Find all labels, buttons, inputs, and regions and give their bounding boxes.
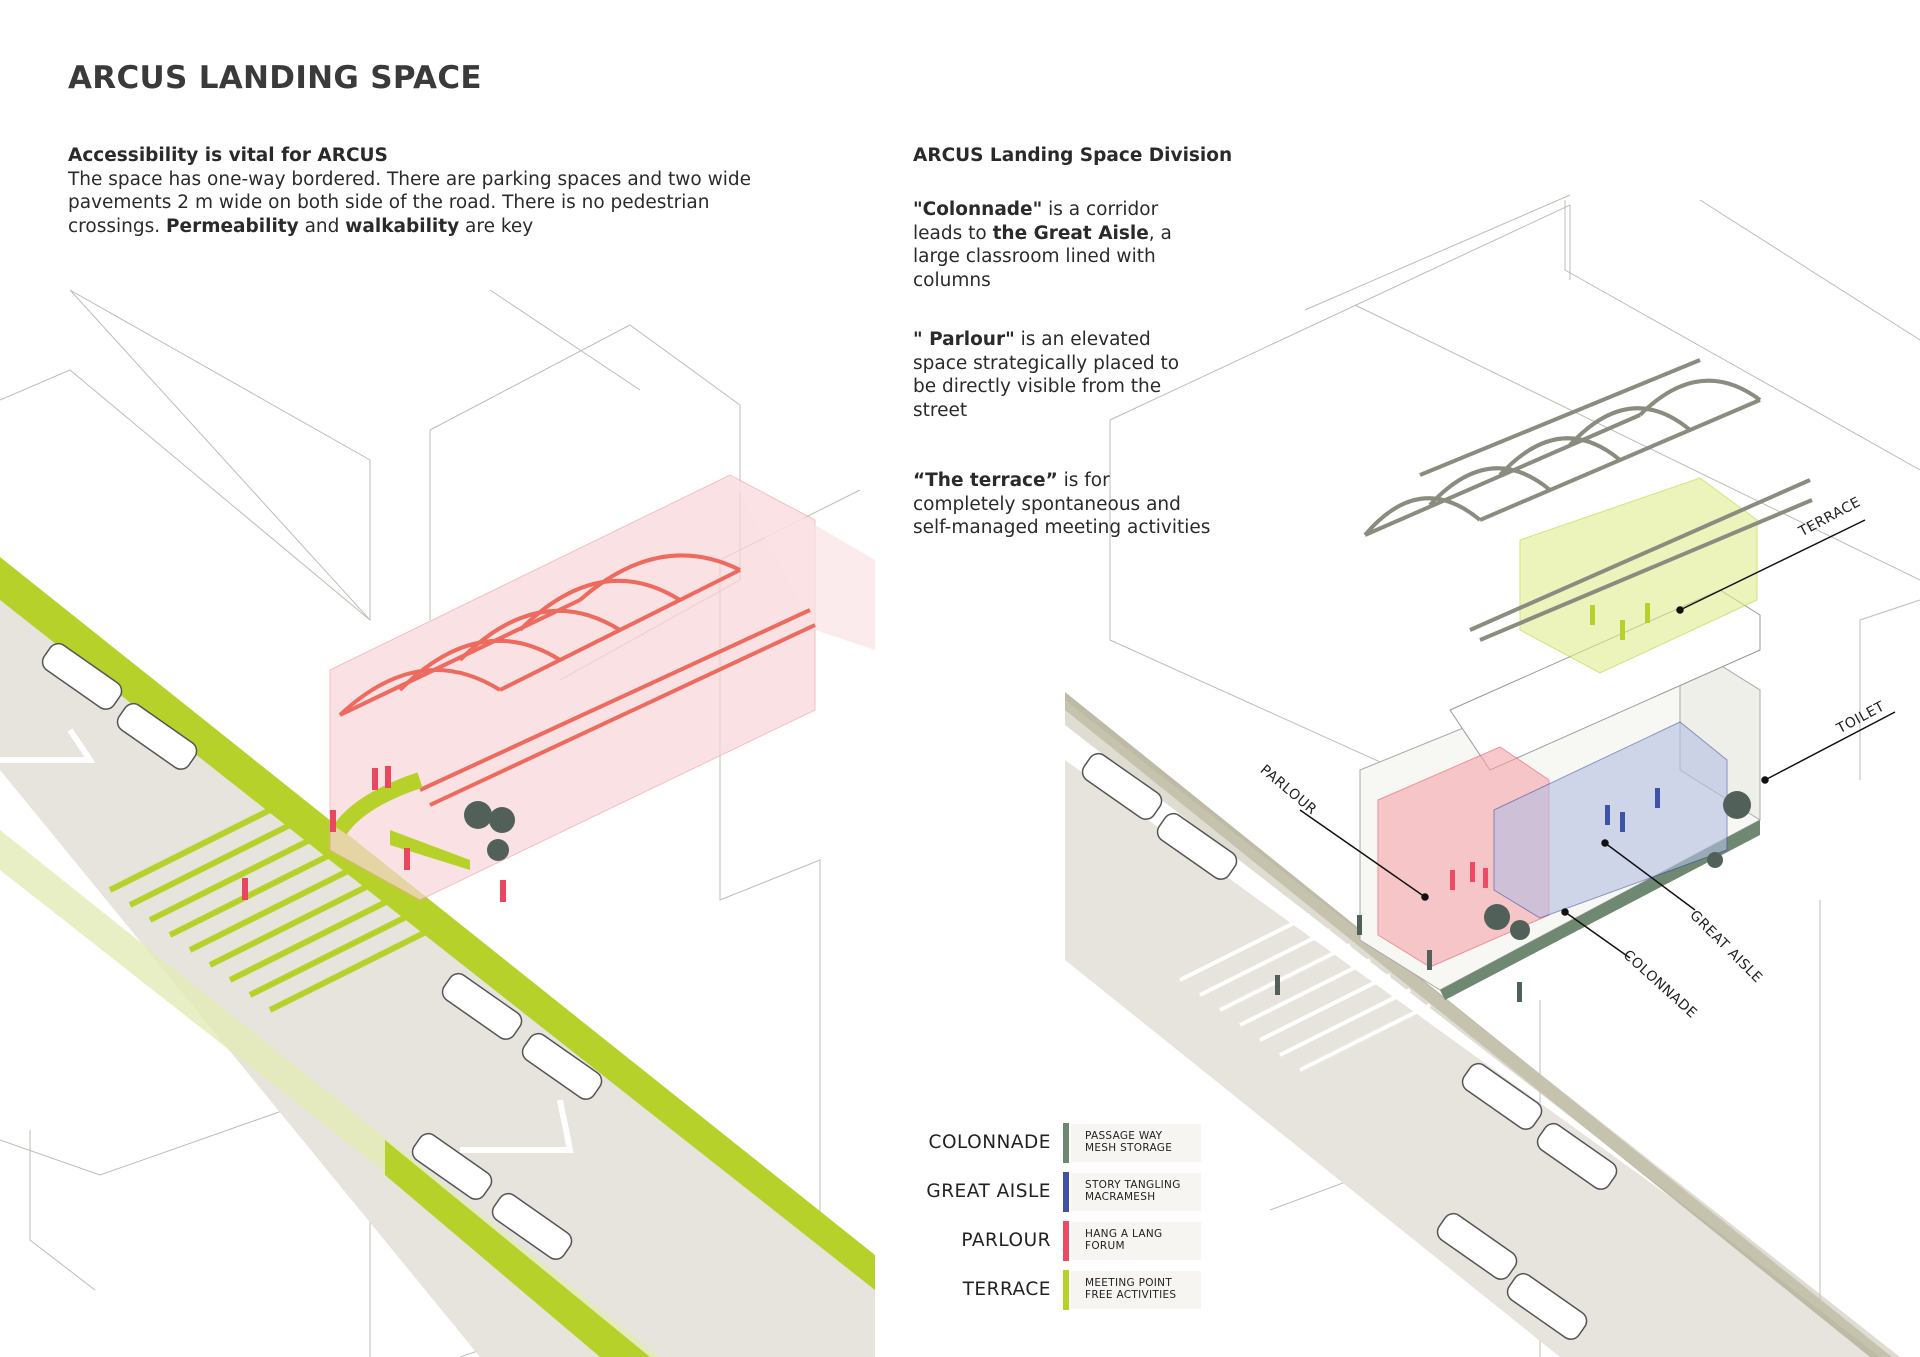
- bold-text: the Great Aisle: [992, 222, 1149, 244]
- crosswalk-right: [1179, 913, 1431, 1072]
- right-site-plan: [1065, 194, 1920, 1357]
- legend-name: PARLOUR: [961, 1230, 1051, 1251]
- roof-arch: [1363, 358, 1813, 642]
- parked-cars: [41, 642, 603, 1260]
- bold-text: " Parlour": [913, 329, 1015, 350]
- bold-text: "Colonnade": [913, 199, 1043, 220]
- body-text: are key: [459, 215, 534, 237]
- accessibility-text: Accessibility is vital for ARCUS The spa…: [68, 144, 788, 238]
- bold-text: walkability: [345, 215, 460, 237]
- leader-lines: [1299, 519, 1896, 959]
- legend-line: HANG A LANG: [1085, 1227, 1163, 1240]
- legend-line: MESH STORAGE: [1085, 1141, 1173, 1154]
- pavement-green-lower: [0, 830, 660, 1357]
- legend-line: STORY TANGLING: [1085, 1178, 1181, 1191]
- bold-text: “The terrace”: [913, 470, 1058, 491]
- body-text: is for completely spontaneous and self-m…: [913, 470, 1211, 538]
- legend-line: PASSAGE WAY: [1085, 1129, 1163, 1142]
- terrace-volume: [1449, 477, 1761, 771]
- legend-line: FORUM: [1085, 1239, 1125, 1252]
- pavement-tan: [1065, 700, 1900, 1357]
- pavement-green-upper: [0, 557, 875, 1290]
- body-text: is a corridor leads to: [913, 199, 1159, 244]
- body-text: and: [298, 215, 346, 237]
- legend-name: GREAT AISLE: [926, 1181, 1051, 1202]
- left-site-plan: [0, 289, 875, 1357]
- division-heading: ARCUS Landing Space Division: [913, 145, 1233, 166]
- parlour-description: " Parlour" is an elevated space strategi…: [913, 328, 1198, 422]
- crosswalk: [108, 807, 432, 1013]
- legend-name: COLONNADE: [928, 1132, 1051, 1153]
- legend-swatch: [1063, 1171, 1069, 1212]
- bold-text: Permeability: [165, 215, 299, 237]
- parked-cars-right: [1081, 752, 1618, 1340]
- legend-name: TERRACE: [962, 1279, 1051, 1300]
- body-text: is an elevated space strategically place…: [913, 329, 1180, 421]
- legend-swatch: [1063, 1122, 1069, 1163]
- legend-line: MEETING POINT: [1085, 1276, 1173, 1289]
- legend-line: FREE ACTIVITIES: [1085, 1288, 1177, 1301]
- colonnade-description: "Colonnade" is a corridor leads to the G…: [913, 198, 1213, 292]
- accessibility-heading: Accessibility is vital for ARCUS: [68, 145, 388, 166]
- page-title: ARCUS LANDING SPACE: [68, 60, 482, 96]
- pedestrians: [242, 766, 506, 902]
- legend-line: MACRAMESH: [1085, 1190, 1156, 1203]
- great-aisle-volume: [1493, 721, 1728, 919]
- road: [0, 600, 875, 1357]
- pink-arcus-structure: [329, 474, 875, 901]
- body-text: , a large classroom lined with columns: [913, 222, 1172, 291]
- body-text: The space has one-way bordered. There ar…: [68, 168, 751, 237]
- people-right: [1275, 603, 1660, 1002]
- legend-swatch: [1063, 1220, 1069, 1261]
- terrace-description: “The terrace” is for completely spontane…: [913, 469, 1213, 540]
- trees: [464, 801, 515, 861]
- legend-swatch: [1063, 1269, 1069, 1310]
- trees-right: [1484, 791, 1751, 940]
